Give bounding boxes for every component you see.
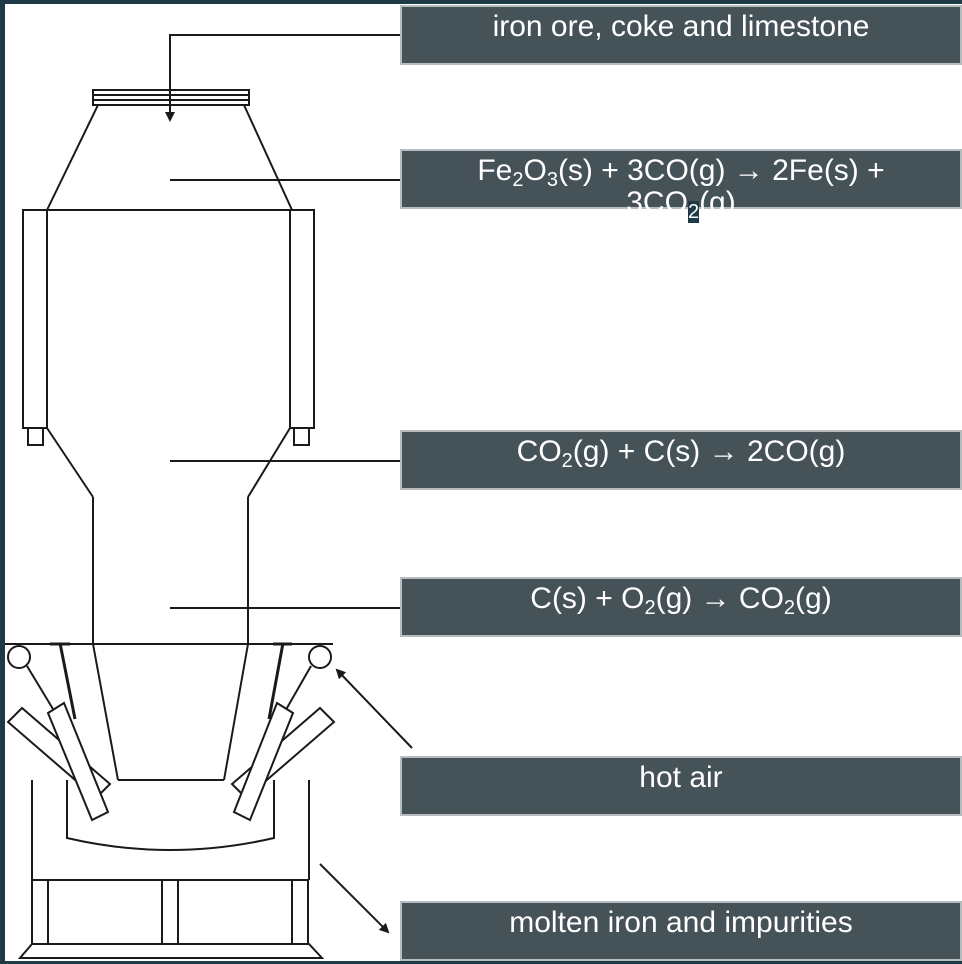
reduction-term-rest: (s) + 3CO(g) → 2Fe(s) + bbox=[557, 154, 885, 187]
frame-top-edge bbox=[0, 0, 962, 4]
reduction-term-fe: Fe bbox=[477, 154, 513, 187]
coke-term-rest: (g) + C(s) → 2CO(g) bbox=[572, 435, 846, 468]
reduction-sub-2: 2 bbox=[512, 169, 524, 191]
label-outflow: molten iron and impurities bbox=[400, 901, 962, 961]
hot-air-arrow bbox=[335, 668, 413, 749]
label-hot-air-text: hot air bbox=[639, 761, 723, 794]
charge-leader-line bbox=[165, 34, 400, 122]
hearth-bowl bbox=[66, 780, 275, 851]
combustion-sub-o2: 2 bbox=[644, 597, 656, 619]
label-outflow-text: molten iron and impurities bbox=[509, 906, 853, 939]
outflow-arrow bbox=[319, 863, 390, 934]
reduction-term-o: O bbox=[523, 154, 547, 187]
label-charge: iron ore, coke and limestone bbox=[400, 5, 962, 65]
label-reduction: Fe2O3(s) + 3CO(g) → 2Fe(s) + 3CO2(g) bbox=[400, 149, 962, 223]
air-ring-right bbox=[308, 645, 332, 669]
furnace-neck bbox=[92, 497, 249, 644]
reduction-sub-co2: 2 bbox=[687, 201, 700, 223]
combustion-sub-co2: 2 bbox=[783, 597, 796, 619]
combustion-term-co: (g) → CO bbox=[655, 582, 784, 615]
coke-sub-2: 2 bbox=[561, 450, 573, 472]
hearth-walls bbox=[92, 643, 249, 781]
furnace-shaft bbox=[22, 209, 315, 446]
reduction-sub-3: 3 bbox=[546, 169, 558, 191]
tuyere-right bbox=[230, 642, 336, 822]
combustion-term-c-o: C(s) + O bbox=[530, 582, 645, 615]
combustion-term-g: (g) bbox=[795, 582, 832, 615]
label-hot-air: hot air bbox=[400, 756, 962, 816]
air-ring-left bbox=[7, 645, 31, 669]
frame-left-edge bbox=[0, 0, 5, 964]
coke-term-co: CO bbox=[516, 435, 562, 468]
label-charge-text: iron ore, coke and limestone bbox=[492, 10, 870, 43]
reduction-term-3co: 3CO bbox=[626, 186, 688, 219]
furnace-upper-cone bbox=[46, 104, 293, 211]
tuyere-left bbox=[6, 642, 112, 822]
label-combustion: C(s) + O2(g) → CO2(g) bbox=[400, 577, 962, 637]
furnace-base bbox=[17, 780, 325, 959]
furnace-bosh bbox=[46, 427, 291, 498]
reduction-term-g: (g) bbox=[699, 186, 736, 219]
frame-bottom-edge bbox=[0, 961, 962, 964]
label-coke-reaction: CO2(g) + C(s) → 2CO(g) bbox=[400, 430, 962, 490]
